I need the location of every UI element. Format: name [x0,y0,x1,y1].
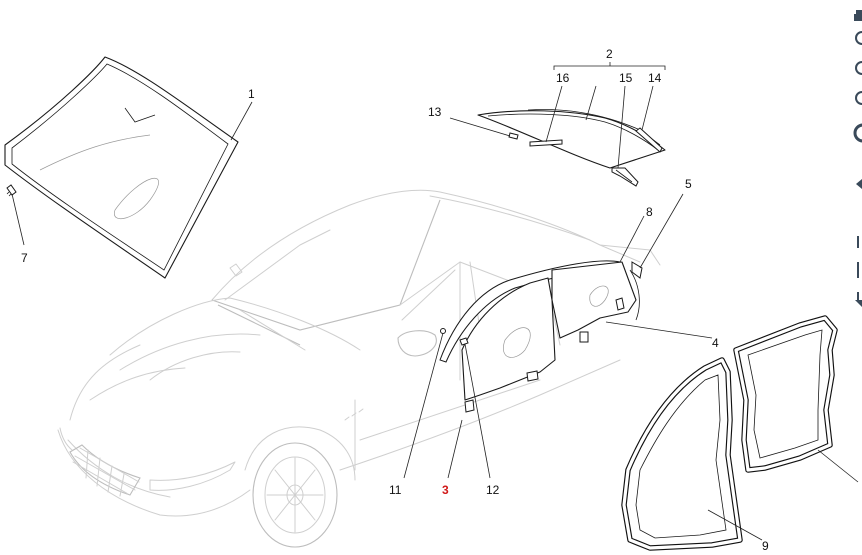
windshield[interactable] [4,56,239,279]
callout-3[interactable]: 3 [442,483,449,497]
callout-1[interactable]: 1 [248,87,255,101]
rear-door-seal[interactable] [733,315,838,473]
callout-2[interactable]: 2 [606,47,613,61]
callout-5[interactable]: 5 [685,177,692,191]
zoom-out-icon[interactable] [855,61,862,75]
front-door-glass[interactable] [461,277,556,413]
rear-door-glass[interactable] [551,261,643,343]
front-door-seal[interactable] [621,357,743,551]
callout-15[interactable]: 15 [619,71,633,85]
callout-9[interactable]: 9 [762,539,769,553]
leader-lines [11,62,859,541]
side-toolbar [853,10,862,307]
callout-4[interactable]: 4 [712,336,719,350]
zoom-in-icon[interactable] [855,31,862,45]
print-icon[interactable] [854,10,862,21]
callout-14[interactable]: 14 [648,71,662,85]
rear-window-clip[interactable] [508,132,519,140]
callout-12[interactable]: 12 [486,483,500,497]
callout-8[interactable]: 8 [646,205,653,219]
windshield-clip[interactable] [6,184,17,197]
callout-11[interactable]: 11 [389,483,402,497]
callout-7[interactable]: 7 [21,251,28,265]
back-arrow-icon[interactable] [856,179,862,189]
callout-labels: 1 2 16 15 14 13 8 5 4 7 11 3 12 9 [21,47,769,553]
callout-13[interactable]: 13 [428,105,442,119]
car-body-outline [57,189,661,548]
down-arrow-icon[interactable] [855,292,862,307]
zoom-reset-icon[interactable] [855,91,862,105]
callout-16[interactable]: 16 [556,71,570,85]
fit-icon[interactable] [853,123,862,143]
number-icon[interactable] [857,236,859,248]
bookmark-icon[interactable] [857,262,859,278]
rear-window[interactable] [477,109,666,187]
